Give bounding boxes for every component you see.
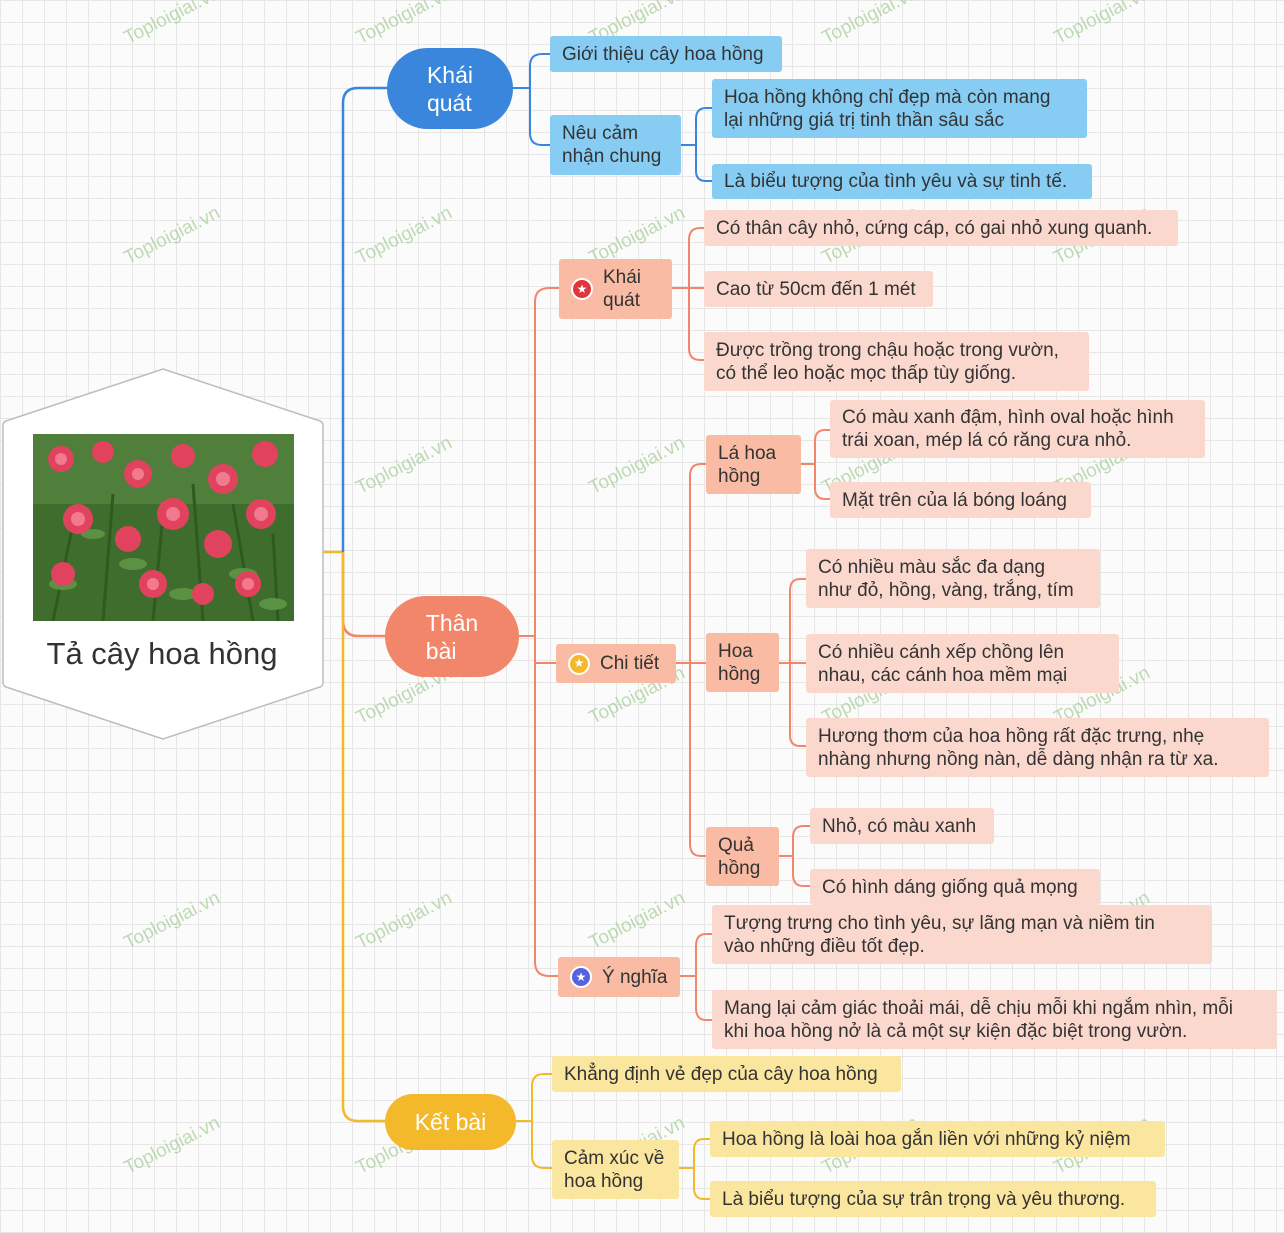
node-qua-hong[interactable]: Quả hồng bbox=[706, 827, 779, 886]
node-khang-dinh[interactable]: Khẳng định vẻ đẹp của cây hoa hồng bbox=[552, 1056, 901, 1092]
node-hoa-hong[interactable]: Hoa hồng bbox=[706, 633, 779, 692]
kq-item-3[interactable]: Được trồng trong chậu hoặc trong vườn, c… bbox=[704, 332, 1089, 391]
node-khai-quat-label: Khái quát bbox=[603, 267, 642, 311]
node-chi-tiet[interactable]: ★ Chi tiết bbox=[556, 644, 676, 683]
la-item-1[interactable]: Có màu xanh đậm, hình oval hoặc hình trá… bbox=[830, 400, 1205, 458]
yellow-star-icon: ★ bbox=[568, 652, 590, 675]
kb-item-2[interactable]: Là biểu tượng của sự trân trọng và yêu t… bbox=[710, 1181, 1156, 1217]
branch-khai-quat[interactable]: Khái quát bbox=[387, 48, 513, 129]
node-y-nghia-label: Ý nghĩa bbox=[602, 966, 668, 988]
node-chi-tiet-label: Chi tiết bbox=[600, 653, 660, 674]
yn-item-1[interactable]: Tượng trưng cho tình yêu, sự lãng mạn và… bbox=[712, 905, 1212, 964]
hoa-item-1[interactable]: Có nhiều màu sắc đa dạng như đỏ, hồng, v… bbox=[806, 549, 1100, 608]
red-star-icon: ★ bbox=[571, 278, 593, 300]
yn-item-2[interactable]: Mang lại cảm giác thoải mái, dễ chịu mỗi… bbox=[712, 990, 1277, 1049]
qua-item-2[interactable]: Có hình dáng giống quả mọng bbox=[810, 869, 1100, 905]
kq-item-1[interactable]: Có thân cây nhỏ, cứng cáp, có gai nhỏ xu… bbox=[704, 210, 1178, 246]
rose-bush-image bbox=[33, 434, 294, 621]
kb-item-1[interactable]: Hoa hồng là loài hoa gắn liền với những … bbox=[710, 1121, 1165, 1157]
node-gioi-thieu[interactable]: Giới thiệu cây hoa hồng bbox=[550, 36, 782, 72]
branch-than-bai[interactable]: Thân bài bbox=[385, 596, 519, 677]
node-la-hoa-hong[interactable]: Lá hoa hồng bbox=[706, 435, 801, 494]
hoa-item-2[interactable]: Có nhiều cánh xếp chồng lên nhau, các cá… bbox=[806, 634, 1119, 693]
hoa-item-3[interactable]: Hương thơm của hoa hồng rất đặc trưng, n… bbox=[806, 718, 1269, 777]
branch-ket-bai[interactable]: Kết bài bbox=[385, 1094, 516, 1150]
node-feeling-1[interactable]: Hoa hồng không chỉ đẹp mà còn mang lại n… bbox=[712, 79, 1087, 138]
root-title: Tả cây hoa hồng bbox=[46, 636, 278, 671]
blue-star-icon: ★ bbox=[570, 966, 592, 988]
node-neu-cam-nhan[interactable]: Nêu cảm nhận chung bbox=[550, 115, 681, 175]
qua-item-1[interactable]: Nhỏ, có màu xanh bbox=[810, 808, 994, 844]
la-item-2[interactable]: Mặt trên của lá bóng loáng bbox=[830, 482, 1091, 518]
node-cam-xuc[interactable]: Cảm xúc về hoa hồng bbox=[552, 1140, 679, 1199]
node-y-nghia[interactable]: ★ Ý nghĩa bbox=[558, 957, 680, 997]
node-khai-quat[interactable]: ★ Khái quát bbox=[559, 259, 672, 319]
node-feeling-2[interactable]: Là biểu tượng của tình yêu và sự tinh tế… bbox=[712, 164, 1092, 199]
kq-item-2[interactable]: Cao từ 50cm đến 1 mét bbox=[704, 271, 933, 307]
